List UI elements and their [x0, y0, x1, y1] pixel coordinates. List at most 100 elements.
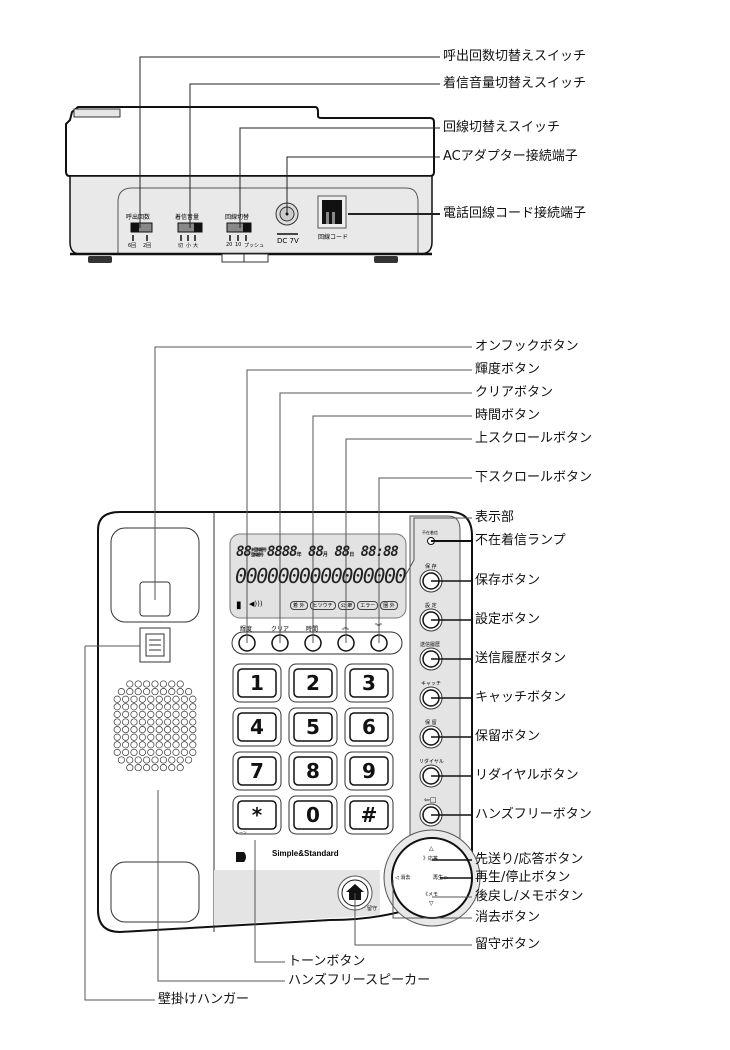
callout-tone-button: トーンボタン	[288, 954, 366, 969]
answering-key-label: 留守	[367, 906, 378, 912]
keypad-key-label: #	[360, 803, 378, 827]
ringer-volume-switch-title: 着信音量	[175, 214, 200, 221]
speaker-hole	[143, 756, 151, 764]
speaker-hole	[172, 695, 180, 703]
speaker-hole	[172, 710, 180, 718]
keypad-key-face[interactable]	[349, 712, 389, 742]
keypad-key-label: 5	[306, 715, 320, 739]
keypad-key-face[interactable]	[237, 756, 277, 786]
speaker-hole	[134, 680, 142, 688]
callout-wall-hanger: 壁掛けハンガー	[158, 992, 250, 1007]
callout-answering-button: 留守ボタン	[475, 937, 541, 952]
speaker-hole	[138, 733, 146, 741]
speaker-hole	[113, 748, 121, 756]
ring-count-switch-title: 呼出回数	[126, 214, 151, 221]
keypad-key-face[interactable]	[237, 712, 277, 742]
callout-scroll-down-button: 下スクロールボタン	[475, 470, 593, 485]
speaker-hole	[168, 756, 176, 764]
speaker-hole	[122, 710, 130, 718]
callout-time-button: 時間ボタン	[475, 408, 541, 423]
callout-hold-button: 保留ボタン	[475, 729, 541, 744]
speaker-hole	[164, 748, 172, 756]
tone-key-label: トーン	[235, 830, 247, 835]
speaker-hole	[172, 703, 180, 711]
speaker-hole	[126, 680, 134, 688]
keypad-key-face[interactable]	[293, 712, 333, 742]
speaker-hole	[130, 733, 138, 741]
speaker-hole	[164, 733, 172, 741]
handsfree-icon: ⇦□	[424, 796, 437, 804]
speaker-hole	[180, 741, 188, 749]
speaker-hole	[164, 695, 172, 703]
keypad-key-label: 6	[362, 715, 376, 739]
callout-line-mode-switch: 回線切替えスイッチ	[443, 120, 561, 135]
line-mode-pos-20: 20	[226, 242, 233, 248]
keypad[interactable]	[232, 663, 394, 835]
dial-answer-label[interactable]: 》応答	[423, 856, 439, 862]
speaker-icon: ◀)))	[249, 600, 263, 608]
lcd-indicator: エラー	[357, 601, 379, 610]
keypad-key-face[interactable]	[293, 668, 333, 698]
redial-key-label: リダイヤル	[419, 759, 444, 765]
speaker-hole	[155, 733, 163, 741]
lcd-row2: 0000000000000000	[235, 564, 407, 588]
speaker-hole	[185, 756, 193, 764]
lcd-month: 88	[308, 544, 324, 560]
keypad-key-face[interactable]	[237, 800, 277, 830]
lcd-day-unit: 日	[349, 552, 354, 558]
speaker-hole	[151, 680, 159, 688]
back-view-phone	[65, 106, 435, 263]
speaker-hole	[122, 733, 130, 741]
speaker-hole	[168, 680, 176, 688]
scroll-up-icon: ︽	[342, 623, 349, 631]
speaker-hole	[122, 695, 130, 703]
speaker-hole	[172, 741, 180, 749]
speaker-hole	[164, 726, 172, 734]
dial-delete-label[interactable]: ◁ 消去	[395, 875, 411, 881]
speaker-hole	[151, 764, 159, 772]
keypad-key-label: 4	[250, 715, 264, 739]
speaker-hole	[185, 688, 193, 696]
speaker-hole	[164, 703, 172, 711]
speaker-hole	[180, 703, 188, 711]
speaker-hole	[155, 718, 163, 726]
speaker-hole	[147, 726, 155, 734]
ring-count-pos-6: 6回	[128, 243, 137, 249]
callout-redial-button: リダイヤルボタン	[475, 768, 579, 783]
dial-memo-label[interactable]: 《メモ	[423, 892, 439, 898]
brightness-key-label: 輝度	[240, 626, 253, 633]
keypad-key-face[interactable]	[349, 800, 389, 830]
dial-up-icon[interactable]: △	[429, 845, 434, 852]
keypad-key-label: 3	[362, 671, 376, 695]
speaker-hole	[126, 688, 134, 696]
lcd-indicator: ヒツウチ	[309, 601, 336, 610]
keypad-key-face[interactable]	[293, 756, 333, 786]
speaker-hole	[134, 764, 142, 772]
speaker-hole	[189, 741, 197, 749]
speaker-hole	[155, 703, 163, 711]
speaker-hole	[113, 710, 121, 718]
keypad-key-face[interactable]	[237, 668, 277, 698]
speaker-hole	[168, 688, 176, 696]
lcd-indicators: 着 外 ヒツウチ 公 衆 エラー 圏 外	[290, 601, 398, 610]
callout-phone-line-jack: 電話回線コード接続端子	[443, 206, 587, 221]
keypad-key-face[interactable]	[349, 756, 389, 786]
dial-play-label[interactable]: 再生 ▷	[433, 875, 449, 881]
speaker-hole	[164, 741, 172, 749]
callout-clear-button: クリアボタン	[475, 385, 554, 400]
callout-back-memo-button: 後戻し/メモボタン	[475, 889, 584, 904]
speaker-hole	[159, 764, 167, 772]
speaker-hole	[147, 741, 155, 749]
save-key-label: 保 存	[425, 564, 437, 570]
callout-scroll-up-button: 上スクロールボタン	[475, 431, 593, 446]
callout-save-button: 保存ボタン	[475, 573, 541, 588]
scroll-down-icon: ︾	[375, 623, 382, 631]
dial-down-icon[interactable]: ▽	[429, 900, 434, 907]
side-buttons[interactable]	[419, 537, 443, 827]
speaker-hole	[113, 741, 121, 749]
speaker-hole	[130, 718, 138, 726]
keypad-key-face[interactable]	[293, 800, 333, 830]
speaker-hole	[147, 748, 155, 756]
keypad-key-face[interactable]	[349, 668, 389, 698]
